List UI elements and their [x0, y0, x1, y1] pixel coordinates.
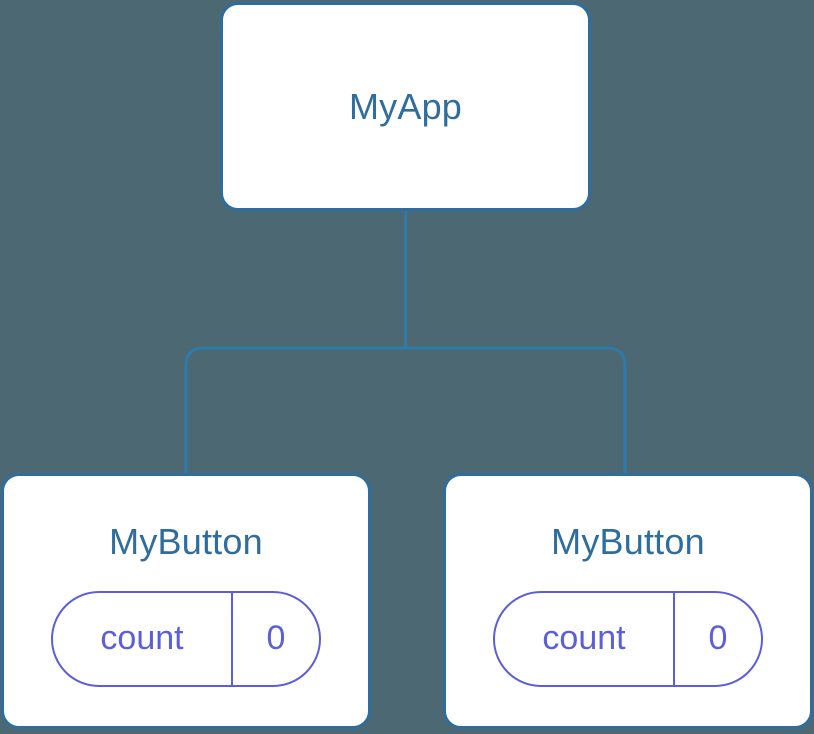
node-mybutton-1[interactable]: MyButton count 0 — [1, 473, 371, 729]
state-pill[interactable]: count 0 — [493, 591, 763, 687]
state-value: 0 — [266, 619, 286, 657]
state-key: count — [542, 619, 626, 657]
edge-to-left-child — [184, 346, 406, 474]
edge-to-right-child — [405, 346, 627, 474]
state-pill[interactable]: count 0 — [51, 591, 321, 687]
node-title: MyApp — [348, 85, 463, 127]
state-divider — [673, 593, 675, 685]
node-title: MyButton — [109, 521, 263, 562]
state-key: count — [100, 619, 184, 657]
node-myapp[interactable]: MyApp — [220, 2, 591, 211]
state-divider — [231, 593, 233, 685]
state-value: 0 — [708, 619, 728, 657]
node-mybutton-2[interactable]: MyButton count 0 — [443, 473, 813, 729]
node-title: MyButton — [551, 521, 705, 562]
